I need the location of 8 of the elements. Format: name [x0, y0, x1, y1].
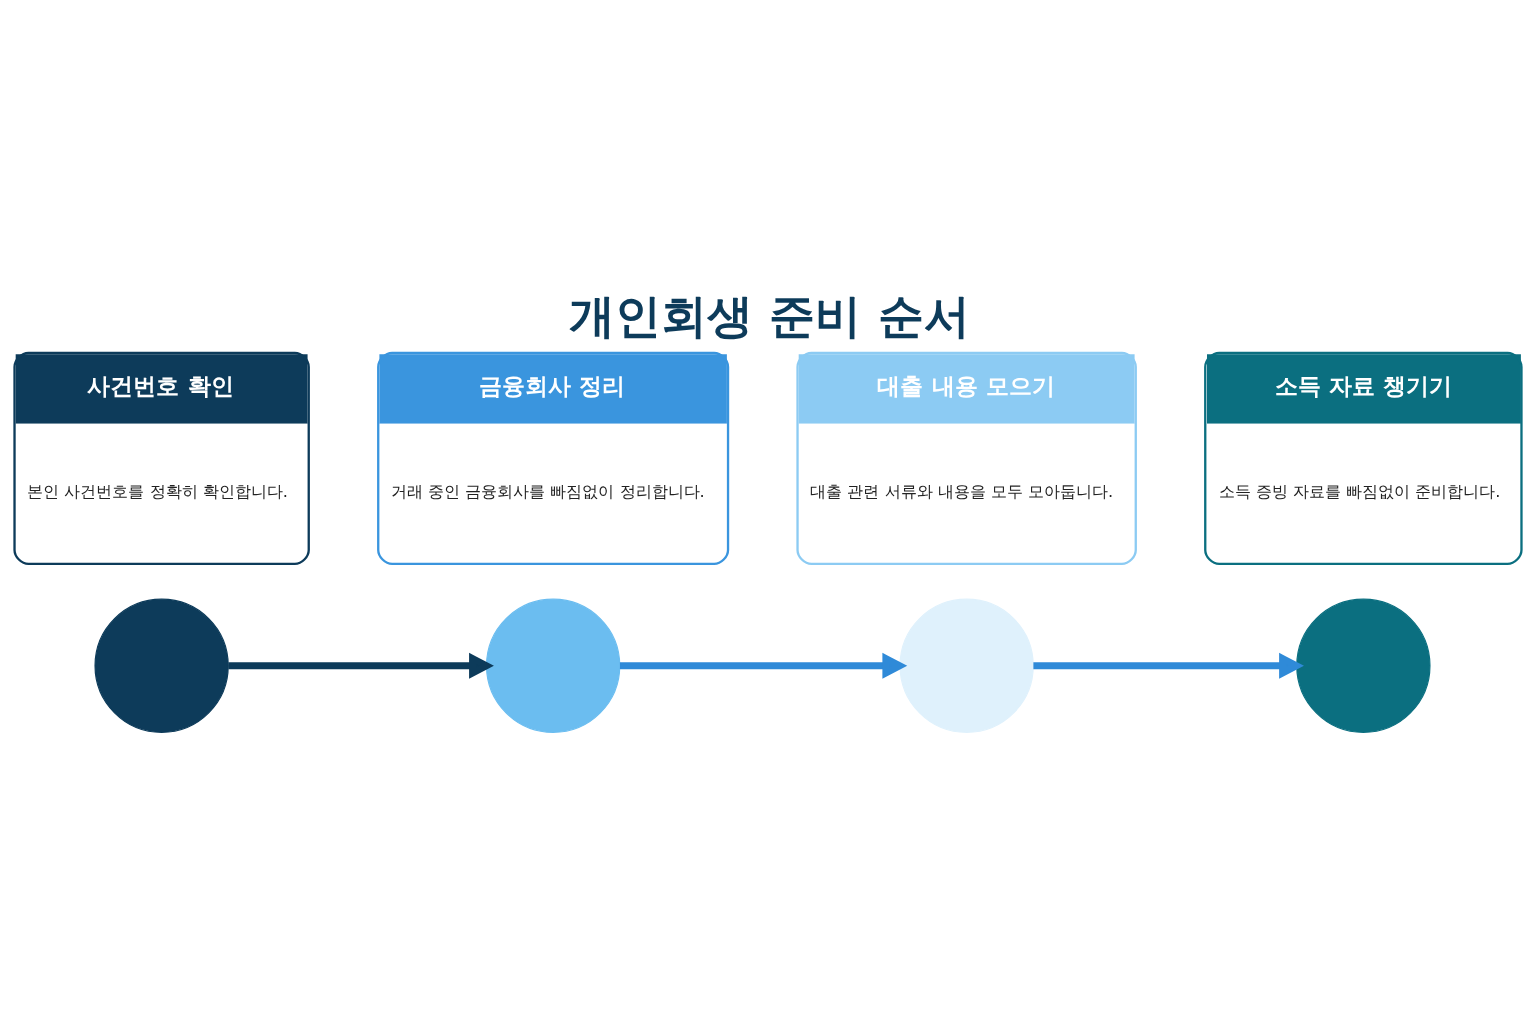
arrow — [1033, 652, 1304, 679]
node-circle — [899, 598, 1034, 733]
node-circle — [485, 598, 621, 733]
node-circle — [94, 598, 229, 733]
diagram-title: 개인회생 준비 순서 — [569, 289, 970, 344]
arrow — [619, 652, 908, 679]
node-circle — [1296, 598, 1431, 733]
arrow — [228, 652, 494, 679]
